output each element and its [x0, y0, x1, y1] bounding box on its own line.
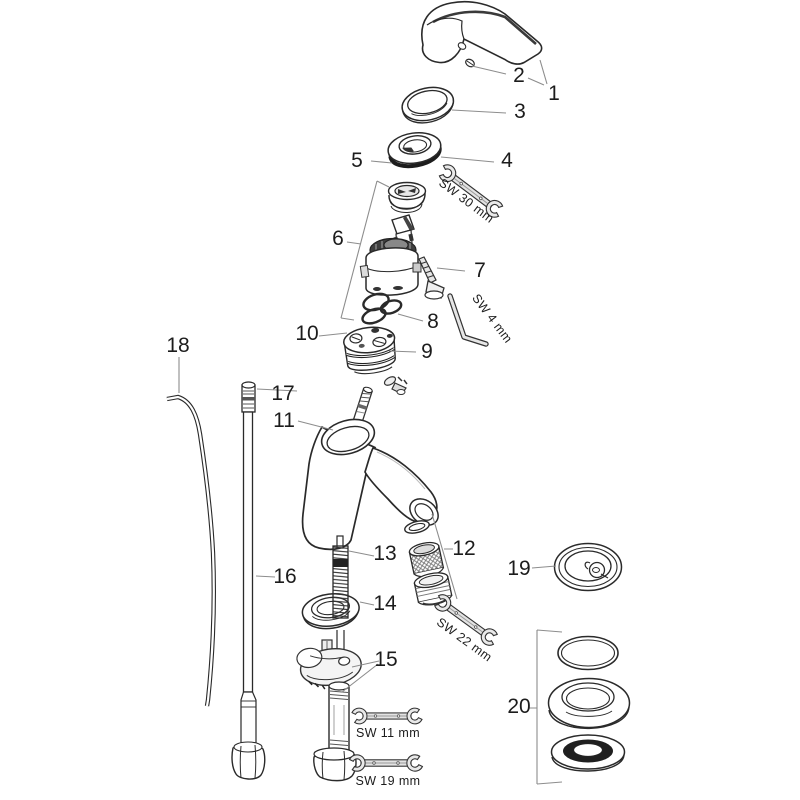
part-label-20: 20 [507, 695, 530, 718]
waste-seal [550, 734, 626, 772]
leader-lines [178, 59, 563, 785]
part-label-8: 8 [427, 310, 439, 333]
part-18-pull-rod [166, 394, 216, 707]
part-label-2: 2 [513, 64, 525, 87]
part-number-labels: 2 1 3 5 4 6 7 8 10 9 18 17 11 13 12 19 1… [166, 64, 560, 718]
handle-screw-hole [457, 42, 467, 50]
tool-label-sw4: SW 4 mm [469, 291, 515, 345]
part-label-18: 18 [166, 334, 189, 357]
cartridge-stem [391, 214, 415, 248]
waste-flange [547, 677, 631, 730]
part-13-spring-rod [332, 535, 349, 619]
part-7-screw [418, 256, 445, 300]
part-label-19: 19 [507, 557, 530, 580]
mounting-threaded-tube [328, 681, 350, 759]
part-15-mounting-set [296, 630, 362, 782]
part-label-4: 4 [501, 149, 513, 172]
part-label-17: 17 [271, 382, 294, 405]
part-label-10: 10 [295, 322, 318, 345]
part-label-3: 3 [514, 100, 526, 123]
part-20-waste-seal-set [547, 635, 631, 772]
part-retainer-clip [383, 376, 408, 395]
part-14-escutcheon [301, 593, 360, 630]
part-4-5-cap-nut [387, 131, 442, 169]
part-6-cartridge [359, 181, 427, 296]
part-1-handle-lever [421, 0, 543, 65]
part-label-15: 15 [374, 648, 397, 671]
tool-wrench-sw19 [349, 753, 423, 773]
part-label-9: 9 [421, 340, 433, 363]
aerator-seal [404, 520, 430, 534]
part-11-faucet-body [301, 386, 439, 551]
part-9-10-valve-base [343, 326, 396, 375]
mounting-crescent-washer [296, 647, 362, 691]
part-8-o-rings [361, 292, 403, 325]
waste-o-ring [557, 635, 619, 671]
part-label-11: 11 [273, 409, 295, 432]
part-label-6: 6 [332, 227, 344, 250]
aerator-insert [408, 541, 445, 578]
mounting-nut [313, 747, 357, 782]
part-label-13: 13 [373, 542, 396, 565]
tool-label-sw11: SW 11 mm [356, 726, 420, 740]
part-2-grub-screw [465, 58, 475, 68]
part-label-14: 14 [373, 592, 397, 615]
part-19-drain-ring [553, 542, 623, 592]
hose-nut [231, 741, 266, 780]
part-label-12: 12 [452, 537, 475, 560]
part-17-hose-nipple [241, 381, 256, 413]
part-label-16: 16 [273, 565, 296, 588]
cartridge-body [359, 237, 422, 296]
part-12-aerator-set [404, 520, 453, 606]
part-label-7: 7 [474, 259, 486, 282]
tool-hex-key-sw4 [447, 293, 489, 347]
part-label-1: 1 [548, 82, 560, 105]
tool-wrench-sw11 [351, 706, 422, 725]
tool-label-sw19: SW 19 mm [355, 774, 420, 788]
cartridge-retaining-ring [387, 181, 427, 213]
part-label-5: 5 [351, 149, 363, 172]
part-3-trim-ring [401, 86, 455, 124]
part-16-supply-hose [231, 381, 266, 780]
